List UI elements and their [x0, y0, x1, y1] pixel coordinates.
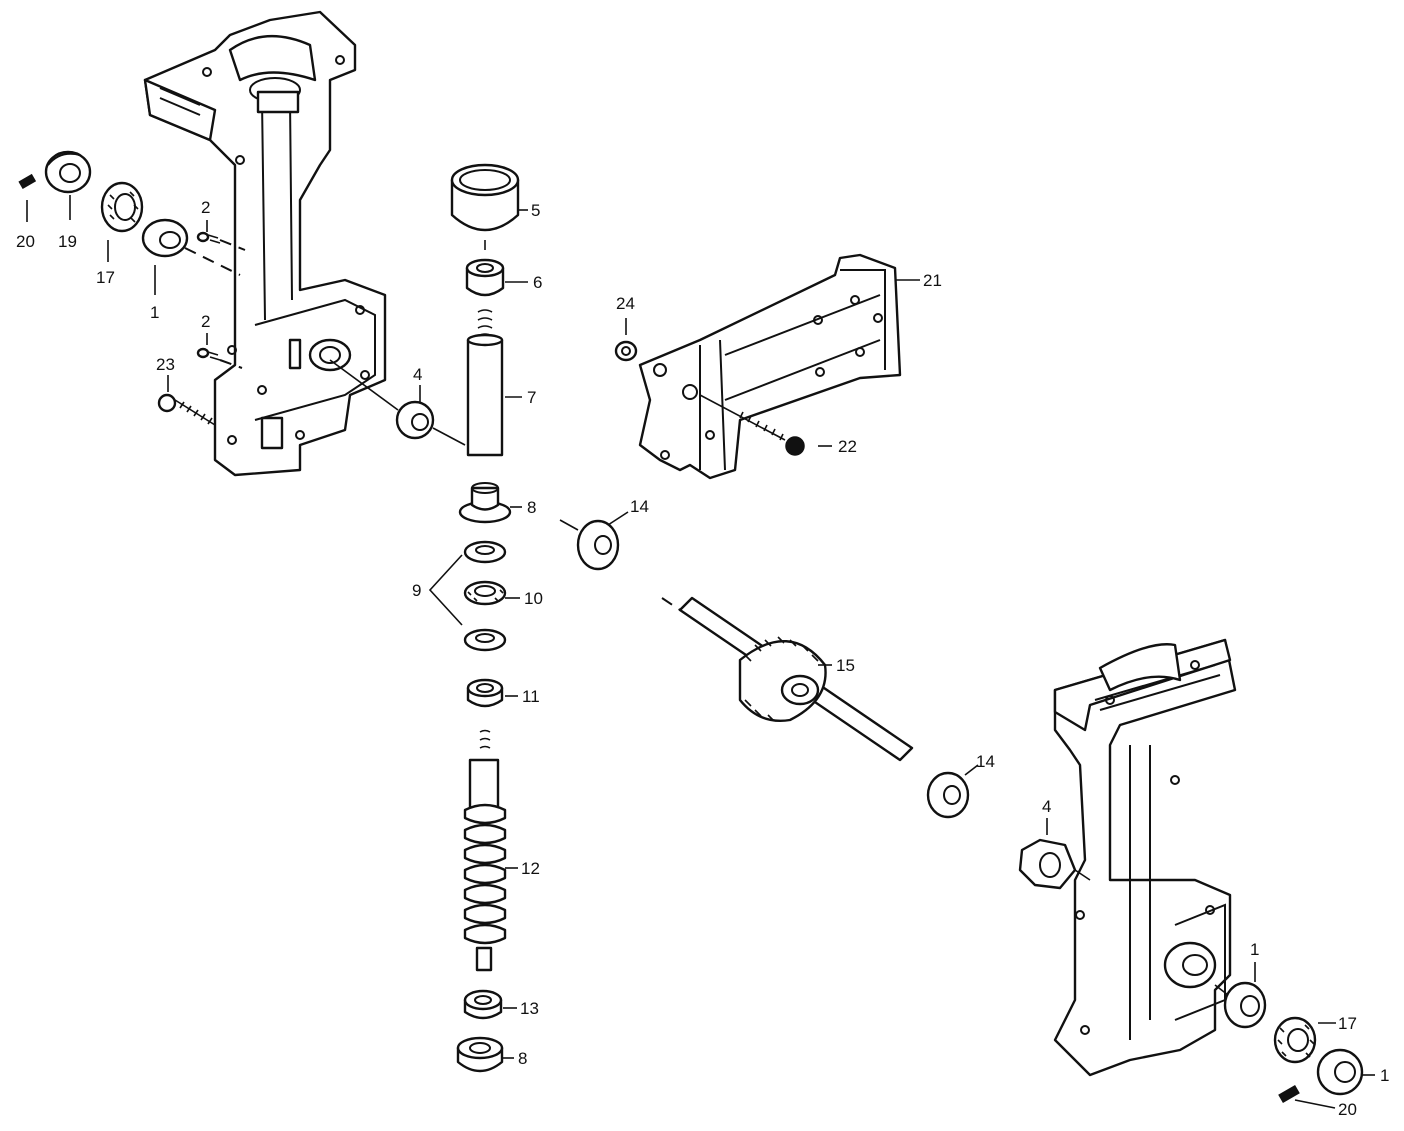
flange-8-bottom — [456, 1036, 504, 1073]
callout-labels: 20 19 17 1 2 2 23 4 5 6 7 8 9 10 11 12 1… — [16, 198, 1389, 1119]
callout-22: 22 — [838, 437, 857, 456]
callout-5: 5 — [531, 201, 540, 220]
collar-11 — [466, 678, 504, 708]
callout-9: 9 — [412, 581, 421, 600]
callout-20-right: 20 — [1338, 1100, 1357, 1119]
callout-11: 11 — [522, 687, 540, 706]
callout-10: 10 — [524, 589, 543, 608]
left-bushing-4 — [395, 400, 435, 440]
washer-9-top — [463, 540, 507, 564]
seal-14-lower — [926, 771, 970, 819]
callout-1-right: 1 — [1250, 940, 1259, 959]
spring-lower — [479, 729, 491, 749]
worm-shaft-12 — [463, 758, 507, 972]
cup-5 — [450, 163, 520, 250]
callout-8-top: 8 — [527, 498, 536, 517]
bracket-21 — [638, 253, 902, 480]
right-seal-20 — [1278, 1085, 1300, 1103]
left-screw-23 — [157, 393, 216, 426]
left-seal-19 — [44, 150, 92, 194]
left-race-1 — [141, 218, 189, 258]
seal-14-upper — [576, 519, 620, 571]
collar-13 — [463, 989, 503, 1020]
callout-21: 21 — [923, 271, 942, 290]
callout-14-upper: 14 — [630, 497, 649, 516]
left-pin-2a — [196, 231, 221, 244]
leader-lines — [26, 195, 1375, 1109]
left-pin-2b — [196, 347, 221, 361]
right-nut-4 — [1018, 838, 1077, 890]
callout-2-lower: 2 — [201, 312, 210, 331]
callout-1-end: 1 — [1380, 1066, 1389, 1085]
callout-6: 6 — [533, 273, 542, 292]
callout-1-left: 1 — [150, 303, 159, 322]
callout-23: 23 — [156, 355, 175, 374]
callout-20-left: 20 — [16, 232, 35, 251]
callout-15: 15 — [836, 656, 855, 675]
flange-8-top — [458, 482, 512, 524]
spring-top — [477, 309, 493, 337]
left-bearing-17 — [100, 181, 144, 233]
bearing-10 — [463, 580, 507, 606]
callout-13: 13 — [520, 999, 539, 1018]
right-race-1 — [1223, 981, 1267, 1029]
callout-24: 24 — [616, 294, 635, 313]
right-bearing-17 — [1273, 1016, 1317, 1064]
shaft-gear-15 — [678, 596, 914, 762]
callout-17-left: 17 — [96, 268, 115, 287]
callout-14-lower: 14 — [976, 752, 995, 771]
bolt-22 — [699, 394, 805, 456]
washer-9-bottom — [463, 628, 507, 652]
right-seal-1 — [1316, 1048, 1364, 1096]
shaft-7 — [466, 333, 504, 457]
callout-7: 7 — [527, 388, 536, 407]
right-housing — [1053, 638, 1237, 1077]
callout-19: 19 — [58, 232, 77, 251]
callout-4-right: 4 — [1042, 797, 1051, 816]
callout-4-left: 4 — [413, 365, 422, 384]
callout-2-upper: 2 — [201, 198, 210, 217]
callout-17-right: 17 — [1338, 1014, 1357, 1033]
bushing-24 — [614, 340, 638, 362]
left-seal-20 — [18, 173, 37, 189]
left-housing — [143, 10, 387, 477]
callout-12: 12 — [521, 859, 540, 878]
callout-8-bottom: 8 — [518, 1049, 527, 1068]
bushing-6 — [465, 258, 505, 297]
